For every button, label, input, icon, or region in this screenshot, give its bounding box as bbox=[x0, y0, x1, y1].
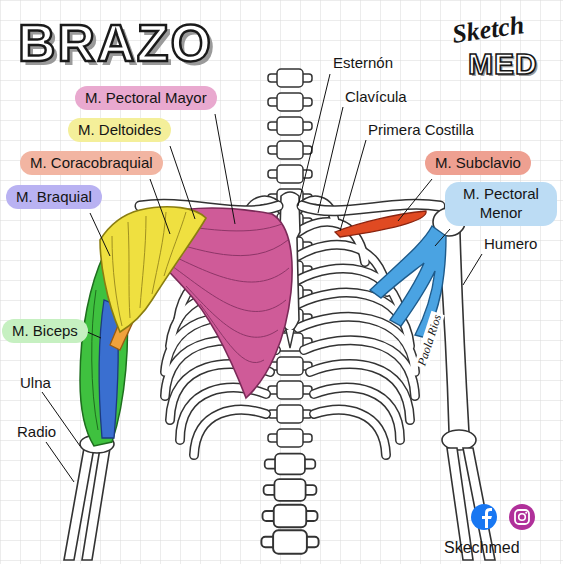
leader-lines-part bbox=[318, 107, 343, 213]
title: BRAZO bbox=[18, 12, 213, 74]
deltoid-part-part bbox=[164, 212, 186, 276]
leader-lines-part bbox=[170, 146, 195, 219]
deltoid-part-part bbox=[140, 216, 146, 308]
deltoid-part-part bbox=[128, 222, 130, 318]
social-icons-part bbox=[482, 508, 492, 528]
leader-lines-part bbox=[46, 442, 74, 482]
sternum-part bbox=[286, 330, 294, 348]
spine-part bbox=[268, 381, 312, 399]
social-icons-part bbox=[471, 504, 497, 530]
muscle-name: M. Deltoides bbox=[78, 121, 161, 140]
leader-lines-part bbox=[435, 229, 450, 246]
muscle-label: M. Pectoral Menor bbox=[445, 182, 557, 226]
logo-text: Sketch bbox=[450, 10, 526, 51]
muscle-name: M. Braquial bbox=[16, 188, 92, 207]
muscle-label: M. Pectoral Mayor bbox=[75, 86, 217, 111]
spine-part bbox=[268, 429, 312, 447]
watermark: Skechmed bbox=[444, 538, 520, 557]
right-arm-bones-part bbox=[442, 430, 476, 450]
spine-part bbox=[268, 141, 312, 159]
spine-part bbox=[268, 69, 312, 87]
ribcage-part bbox=[298, 200, 415, 455]
deltoid-part-part bbox=[112, 236, 122, 326]
muscle-name: M. Pectoral Menor bbox=[455, 185, 547, 223]
spine-part bbox=[268, 93, 312, 111]
bone-label: Radio bbox=[17, 423, 56, 441]
deltoid-part-part bbox=[152, 212, 166, 294]
bone-label: Clavícula bbox=[345, 88, 407, 106]
leader-lines-part bbox=[463, 254, 482, 285]
deltoid-part bbox=[112, 212, 186, 326]
subclavius-part bbox=[335, 211, 426, 237]
social-icons-part bbox=[515, 510, 529, 524]
leader-lines-part bbox=[150, 179, 170, 234]
leader-lines-part bbox=[398, 179, 432, 221]
leader-lines-part bbox=[298, 74, 330, 206]
ribcage-part bbox=[298, 200, 415, 455]
bone-label: Primera Costilla bbox=[368, 121, 474, 139]
pectoralis-major-part-part bbox=[186, 286, 278, 337]
clavicles-part bbox=[302, 204, 440, 211]
muscle-label: M. Biceps bbox=[2, 319, 88, 344]
subclavius bbox=[335, 211, 426, 237]
muscle-label: M. Coracobraquial bbox=[20, 151, 163, 176]
left-arm-bones bbox=[64, 435, 114, 560]
bone-label: Esternón bbox=[333, 54, 393, 72]
spine-part bbox=[263, 505, 318, 528]
muscle-name: M. Coracobraquial bbox=[30, 154, 153, 173]
social-icons bbox=[471, 504, 535, 530]
spine-part bbox=[265, 454, 316, 475]
leader-lines bbox=[42, 74, 482, 482]
leader-lines-part bbox=[340, 140, 366, 231]
spine-part bbox=[268, 117, 312, 135]
spine-part bbox=[268, 405, 312, 423]
clavicles-part bbox=[302, 204, 440, 211]
biceps-part bbox=[92, 290, 98, 430]
spine-part bbox=[261, 530, 318, 553]
pectoralis-major-part-part bbox=[200, 304, 264, 363]
signature: Paola Rios bbox=[414, 311, 445, 370]
muscle-name: M. Subclavio bbox=[435, 154, 521, 173]
left-arm-bones-part bbox=[82, 448, 110, 560]
muscle-name: M. Biceps bbox=[12, 322, 78, 341]
muscle-label: M. Deltoides bbox=[68, 118, 171, 143]
muscle-label: M. Subclavio bbox=[425, 151, 531, 176]
bone-label: Humero bbox=[484, 235, 537, 253]
social-icons-part bbox=[519, 514, 526, 521]
social-icons-part bbox=[509, 504, 535, 530]
deltoid bbox=[100, 207, 206, 332]
deltoid-part bbox=[100, 207, 206, 332]
social-icons-part bbox=[525, 512, 527, 514]
bone-label: Ulna bbox=[20, 374, 51, 392]
muscle-label: M. Braquial bbox=[6, 185, 102, 210]
logo-text: MED bbox=[468, 46, 538, 82]
spine-part bbox=[264, 479, 317, 501]
leader-lines-part bbox=[90, 213, 110, 256]
muscle-name: M. Pectoral Mayor bbox=[85, 89, 207, 108]
leader-lines-part bbox=[215, 114, 235, 224]
